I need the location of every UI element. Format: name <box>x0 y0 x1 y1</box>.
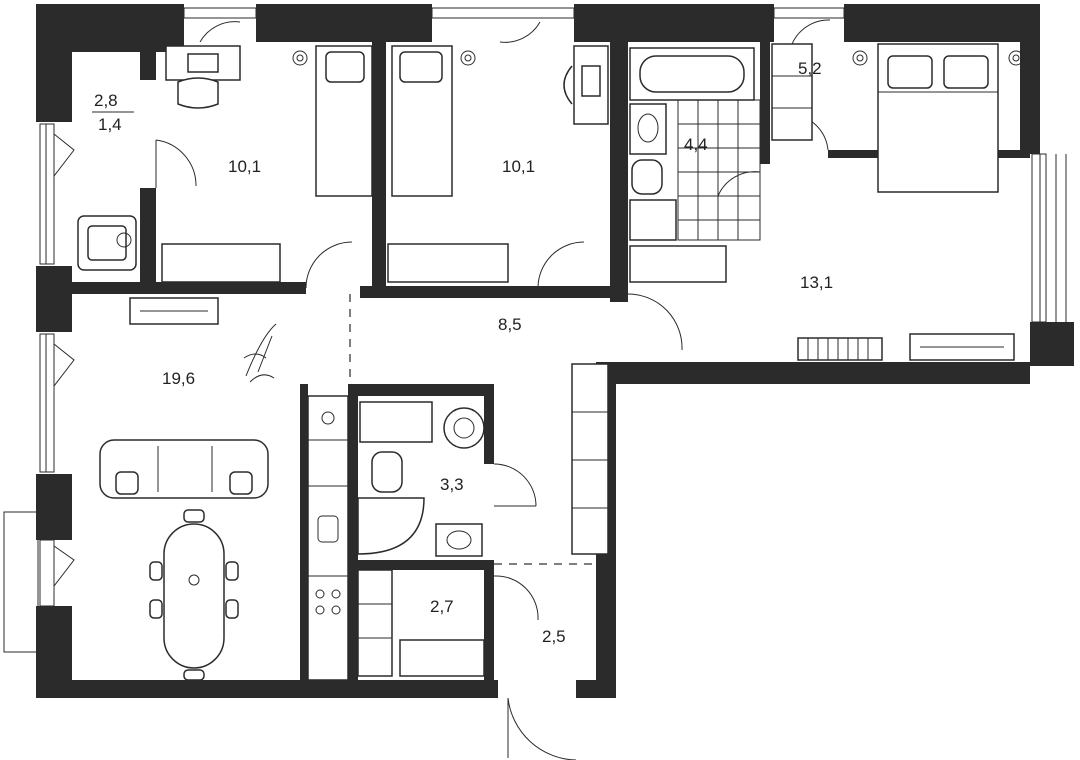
furniture <box>77 43 1024 681</box>
room-area-storage-bottom: 1,4 <box>98 115 122 134</box>
room-labels: 2,8 1,4 10,1 10,1 4,4 5,2 13,1 8,5 19,6 … <box>92 59 833 646</box>
room-area-bedroom-left: 10,1 <box>228 157 261 176</box>
room-area-bathroom: 4,4 <box>684 135 708 154</box>
room-area-wardrobe: 5,2 <box>798 59 822 78</box>
walls <box>36 4 1074 698</box>
room-area-bedroom-middle: 10,1 <box>502 157 535 176</box>
room-area-entrance: 2,5 <box>542 627 566 646</box>
windows <box>3 7 1067 653</box>
room-area-master-bedroom: 13,1 <box>800 273 833 292</box>
doors <box>53 19 831 760</box>
room-area-closet: 2,7 <box>430 597 454 616</box>
room-area-living-kitchen: 19,6 <box>162 369 195 388</box>
room-area-hallway: 8,5 <box>498 315 522 334</box>
room-area-wc: 3,3 <box>440 475 464 494</box>
zone-boundaries <box>349 294 596 565</box>
room-area-storage-top: 2,8 <box>94 91 118 110</box>
